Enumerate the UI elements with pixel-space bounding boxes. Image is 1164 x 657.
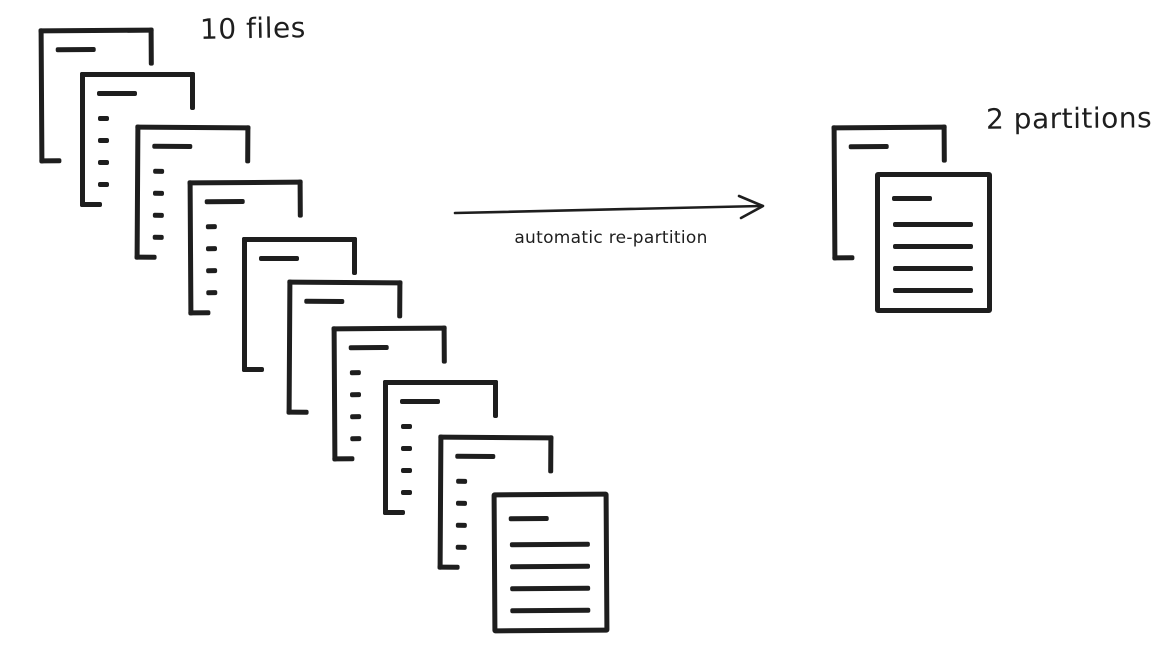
- partitions-count-label: 2 partitions: [985, 101, 1153, 136]
- file-text-line: [80, 72, 195, 77]
- file-text-line: [383, 380, 498, 385]
- file-text-line: [242, 237, 357, 242]
- file-text-line: [352, 237, 357, 275]
- file-text-line: [892, 196, 932, 201]
- file-text-line: [259, 256, 299, 261]
- file-text-line: [97, 91, 137, 96]
- file-icon: [80, 72, 195, 207]
- file-text-line: [383, 510, 405, 515]
- file-text-line: [401, 490, 412, 495]
- file-text-line: [242, 237, 247, 372]
- file-text-line: [848, 144, 889, 150]
- arrow-label: automatic re-partition: [514, 228, 708, 248]
- file-icon: [383, 380, 498, 515]
- file-text-line: [98, 182, 109, 187]
- file-text-line: [832, 255, 855, 261]
- file-text-line: [831, 124, 947, 131]
- file-text-line: [383, 380, 388, 515]
- file-text-line: [80, 202, 102, 207]
- file-text-line: [98, 160, 109, 165]
- file-text-line: [80, 72, 85, 207]
- file-text-line: [98, 138, 109, 143]
- file-text-line: [242, 367, 264, 372]
- file-text-line: [98, 116, 109, 121]
- partition-file-icon: [875, 172, 992, 313]
- file-text-line: [893, 244, 973, 249]
- file-text-line: [401, 468, 412, 473]
- file-text-line: [493, 380, 498, 418]
- file-text-line: [401, 446, 412, 451]
- file-text-line: [893, 288, 973, 293]
- file-text-line: [190, 72, 195, 110]
- file-text-line: [401, 424, 412, 429]
- file-text-line: [400, 399, 440, 404]
- file-text-line: [893, 222, 973, 227]
- file-text-line: [893, 266, 973, 271]
- file-icon: [242, 237, 357, 372]
- file-text-line: [941, 124, 947, 163]
- file-text-line: [831, 125, 838, 261]
